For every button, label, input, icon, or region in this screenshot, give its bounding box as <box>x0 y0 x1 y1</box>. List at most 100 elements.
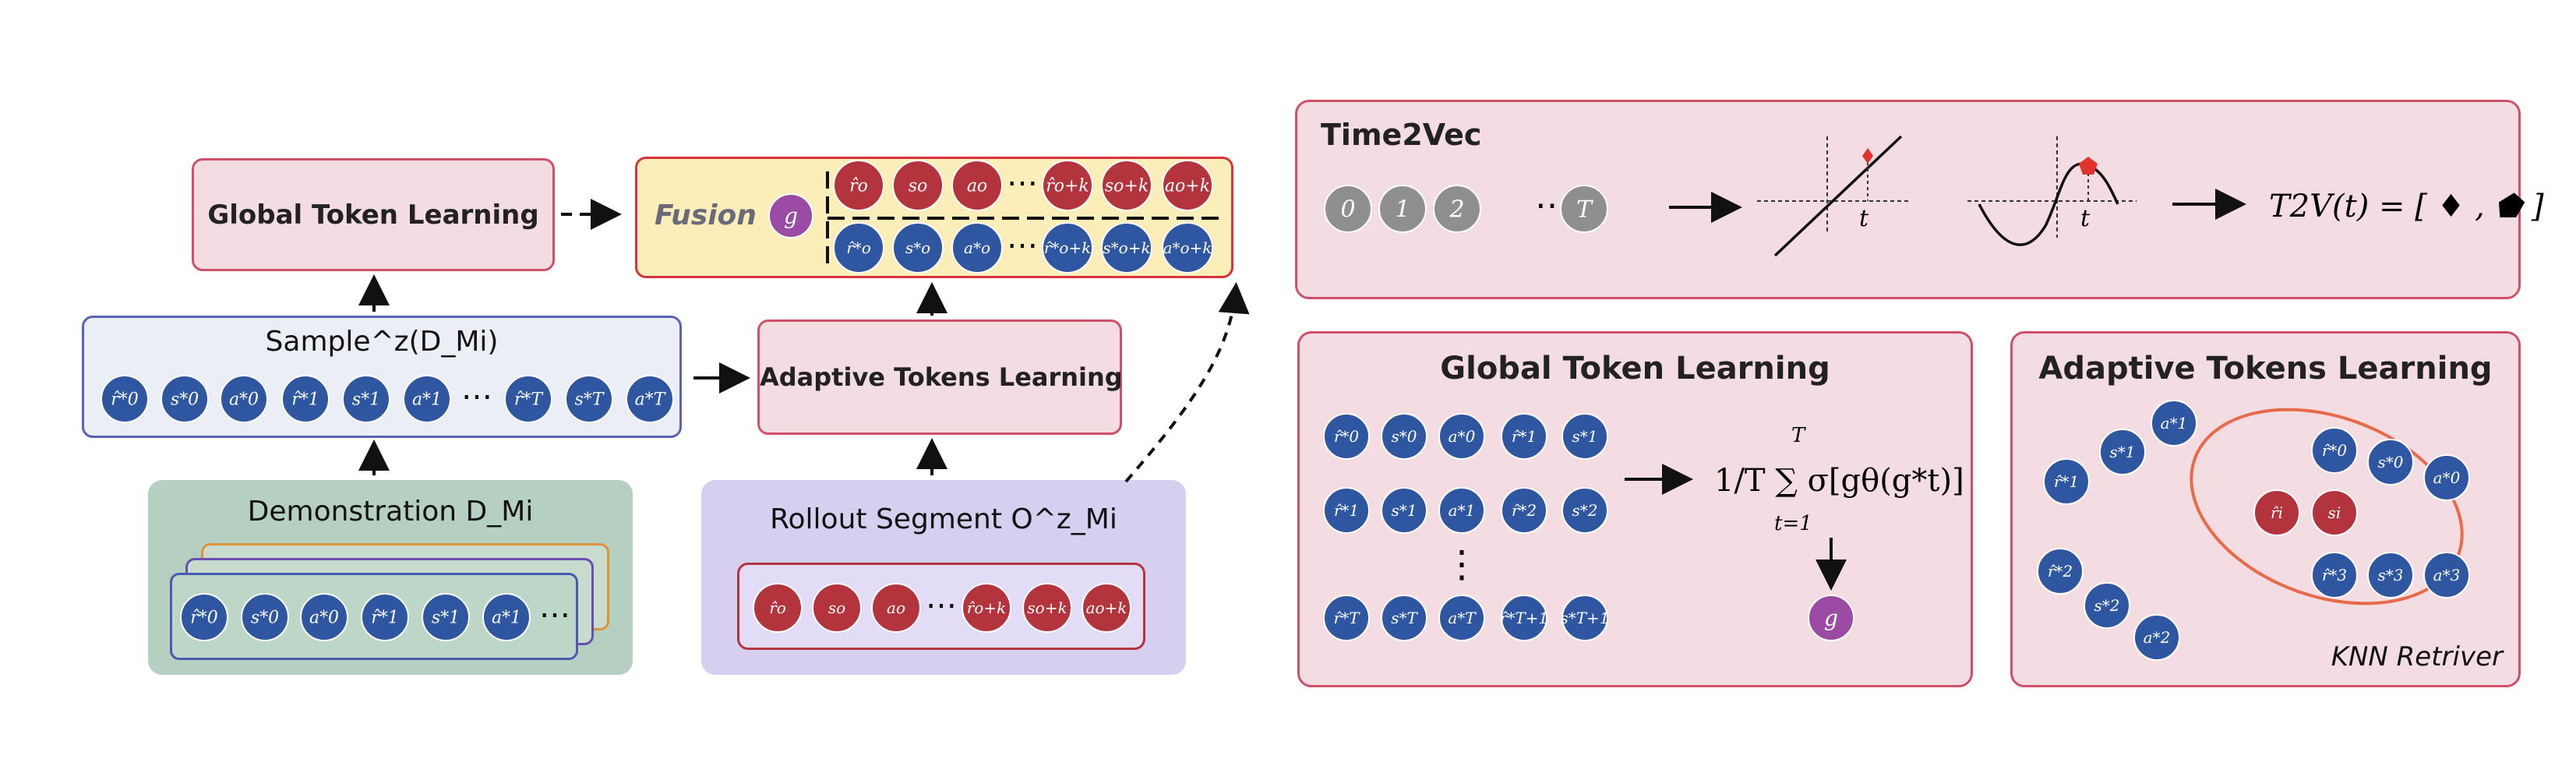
gtl-panel-token: r̂*1 <box>1501 413 1547 460</box>
svg-text:ao: ao <box>887 598 905 617</box>
svg-text:r̂*o+k: r̂*o+k <box>1044 238 1091 257</box>
svg-text:a*T: a*T <box>635 390 667 410</box>
fusion-g-token: g <box>768 193 813 238</box>
svg-text:r̂*T: r̂*T <box>1334 609 1361 627</box>
svg-text:r̂*1: r̂*1 <box>291 390 319 410</box>
rollout-token: so+k <box>1022 583 1072 633</box>
gtl-panel-token: r̂*T+1 <box>1500 595 1548 641</box>
fusion-bottom-ellipsis: ⋯ <box>1007 228 1038 263</box>
atl-inner-token: r̂*3 <box>2311 552 2358 598</box>
fusion-top-token: ao+k <box>1162 160 1213 211</box>
time2vec-title: Time2Vec <box>1321 118 1482 152</box>
demo-token: s*0 <box>241 593 289 641</box>
gtl-panel-token: s*1 <box>1381 487 1427 534</box>
rollout-token-box <box>737 563 1145 650</box>
rollout-token: ao <box>871 583 921 633</box>
gtl-panel-token: a*1 <box>1438 487 1485 534</box>
sample-token: r̂*0 <box>101 375 149 423</box>
gtl-panel-title: Global Token Learning <box>1440 351 1830 387</box>
fusion-top-token: so <box>892 160 944 211</box>
sample-token: r̂*1 <box>281 375 330 423</box>
svg-text:s*T: s*T <box>575 390 605 410</box>
atl-inner-token: a*0 <box>2423 454 2470 501</box>
demo-token: s*1 <box>422 593 470 641</box>
sample-token: s*0 <box>161 375 209 423</box>
linear-plot-t-label: t <box>1859 205 1869 232</box>
svg-text:s*1: s*1 <box>2110 443 2136 461</box>
fusion-bottom-token: s*o <box>892 222 944 274</box>
svg-text:r̂i: r̂i <box>2271 503 2283 522</box>
atl-inner-token: si <box>2311 489 2358 536</box>
fusion-top-token: r̂o <box>833 160 884 211</box>
svg-text:a*1: a*1 <box>492 609 521 628</box>
rollout-token: so <box>812 583 862 633</box>
atl-outer-token: s*2 <box>2084 582 2130 629</box>
svg-text:s*2: s*2 <box>2094 596 2120 615</box>
demo-token: a*0 <box>300 593 348 641</box>
gtl-panel-token: s*2 <box>1561 487 1608 534</box>
svg-text:ao+k: ao+k <box>1086 598 1127 617</box>
time2vec-token: 0 <box>1324 185 1372 233</box>
knn-ellipse <box>2190 408 2464 605</box>
fusion-top-ellipsis: ⋯ <box>1007 165 1038 201</box>
demo-token: r̂*1 <box>361 593 409 641</box>
rollout-ellipsis: ⋯ <box>926 588 957 623</box>
gtl-panel-token: s*0 <box>1381 413 1427 460</box>
svg-text:s*T: s*T <box>1391 609 1418 627</box>
svg-text:a*0: a*0 <box>1449 427 1476 446</box>
svg-text:a*o: a*o <box>964 238 990 257</box>
gtl-panel-token: r̂*1 <box>1323 487 1370 534</box>
rollout-token: r̂o <box>753 583 803 633</box>
sample-token: s*1 <box>342 375 390 423</box>
atl-outer-token: r̂*1 <box>2043 458 2090 505</box>
svg-text:r̂*1: r̂*1 <box>1334 501 1359 520</box>
gtl-vertical-dots: ⋮ <box>1443 542 1480 586</box>
gtl-formula: 1/T ∑ σ[gθ(g*t)] <box>1714 463 1964 499</box>
time2vec-token: 1 <box>1378 185 1427 233</box>
svg-text:so: so <box>828 598 845 617</box>
atl-inner-token: s*3 <box>2367 552 2414 598</box>
gtl-sum-top: T <box>1791 424 1806 447</box>
fusion-bottom-token: a*o <box>951 222 1003 274</box>
svg-text:ao: ao <box>967 177 987 196</box>
svg-text:r̂*o: r̂*o <box>846 238 871 257</box>
svg-text:ao+k: ao+k <box>1165 177 1210 196</box>
svg-text:a*1: a*1 <box>2161 414 2188 432</box>
global-token-learning-box: Global Token Learning <box>192 158 555 271</box>
sample-ellipsis: ⋯ <box>461 379 492 415</box>
gtl-panel-token: r̂*T <box>1323 595 1370 641</box>
atl-outer-token: r̂*2 <box>2037 548 2084 595</box>
svg-text:s*0: s*0 <box>2378 453 2404 471</box>
atl-inner-token: r̂*0 <box>2311 427 2358 474</box>
linear-plot-line <box>1773 135 1903 257</box>
svg-text:a*2: a*2 <box>2144 628 2171 647</box>
svg-text:r̂*3: r̂*3 <box>2322 566 2347 584</box>
fusion-bottom-token: a*o+k <box>1162 222 1213 274</box>
svg-text:r̂o: r̂o <box>849 177 868 196</box>
diamond-marker <box>1862 148 1873 164</box>
svg-text:s*1: s*1 <box>432 609 460 628</box>
global-token-learning-label: Global Token Learning <box>207 199 539 231</box>
svg-text:a*1: a*1 <box>1449 501 1476 520</box>
rollout-token: ao+k <box>1082 583 1131 633</box>
svg-text:r̂*T+1: r̂*T+1 <box>1500 609 1548 627</box>
knn-label: KNN Retriver <box>2331 641 2503 673</box>
svg-text:r̂*0: r̂*0 <box>1334 427 1360 446</box>
time2vec-token: 2 <box>1433 185 1481 233</box>
sample-token: a*T <box>626 375 674 423</box>
adaptive-tokens-learning-label: Adaptive Tokens Learning <box>760 362 1123 392</box>
svg-text:r̂*0: r̂*0 <box>111 390 139 410</box>
fusion-top-token: so+k <box>1101 160 1152 211</box>
demo-token: r̂*0 <box>180 593 228 641</box>
atl-outer-token: a*1 <box>2151 400 2197 447</box>
svg-text:s*T+1: s*T+1 <box>1560 609 1609 627</box>
svg-text:r̂*0: r̂*0 <box>2322 441 2348 460</box>
gtl-panel-token: s*T+1 <box>1560 595 1610 641</box>
demo-token: a*1 <box>482 593 531 641</box>
svg-text:so+k: so+k <box>1105 177 1149 196</box>
atl-inner-token: r̂i <box>2253 489 2300 536</box>
svg-text:T: T <box>1576 196 1593 224</box>
time2vec-panel: Time2Vec <box>1295 100 2521 299</box>
fusion-label: Fusion <box>655 199 757 231</box>
